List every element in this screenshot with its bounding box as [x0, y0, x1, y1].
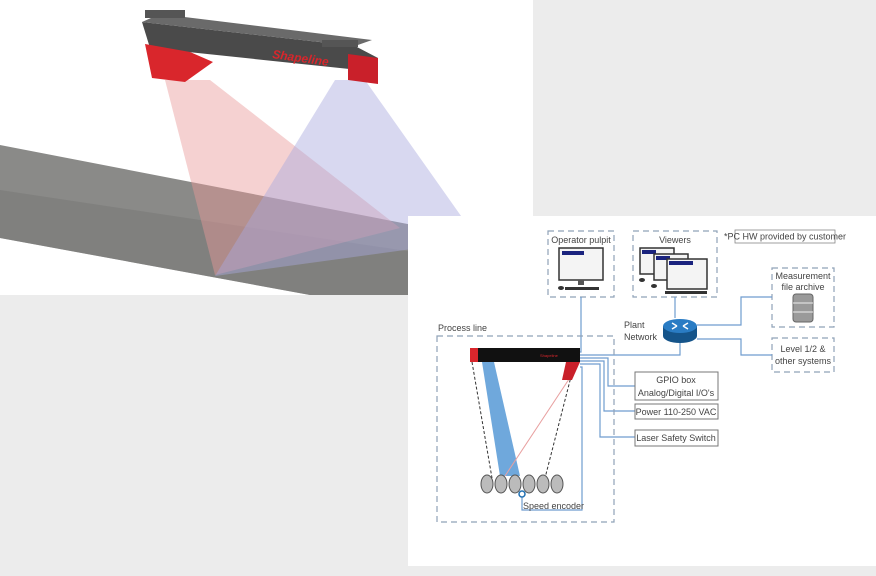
- database-icon: [792, 293, 814, 323]
- gpio-box-label: GPIO box: [656, 375, 696, 385]
- operator-monitor-icon: [558, 247, 604, 290]
- right-camera-head: [348, 54, 378, 84]
- left-laser-head: [145, 44, 213, 82]
- sensor-3d-render: Shapeline: [0, 0, 533, 295]
- router-icon: [663, 319, 697, 343]
- pc-hw-note: *PC HW provided by customer: [724, 232, 846, 242]
- speed-encoder-icon: [518, 490, 526, 498]
- laser-safety-label: Laser Safety Switch: [636, 433, 716, 443]
- laser-safety-box: [634, 429, 719, 447]
- measurement-archive-label: Measurement: [775, 271, 831, 281]
- power-label: Power 110-250 VAC: [636, 407, 717, 417]
- plant-network-label: Plant: [624, 320, 645, 330]
- viewer-monitors-icon: [639, 247, 708, 294]
- gpio-box: [634, 371, 719, 401]
- level-systems-label: Level 1/2 &: [780, 344, 825, 354]
- process-line-group: [436, 335, 615, 523]
- level-systems-label-2: other systems: [775, 356, 832, 366]
- operator-pulpit-label: Operator pulpit: [551, 235, 611, 245]
- sensor-beam: [142, 22, 378, 72]
- speed-encoder-label: Speed encoder: [523, 501, 584, 511]
- plant-network-label-2: Network: [624, 332, 658, 342]
- process-line-label: Process line: [438, 323, 487, 333]
- power-box: [634, 403, 719, 420]
- system-diagram: *PC HW provided by customer Operator pul…: [408, 216, 876, 566]
- coils-icon: [480, 474, 564, 494]
- gpio-box-label-2: Analog/Digital I/O's: [638, 388, 715, 398]
- viewers-label: Viewers: [659, 235, 691, 245]
- measurement-archive-label-2: file archive: [781, 282, 824, 292]
- sensor-diagram-icon: Shapeline: [470, 348, 580, 479]
- red-laser-beam: [165, 80, 400, 275]
- svg-text:Shapeline: Shapeline: [540, 353, 559, 358]
